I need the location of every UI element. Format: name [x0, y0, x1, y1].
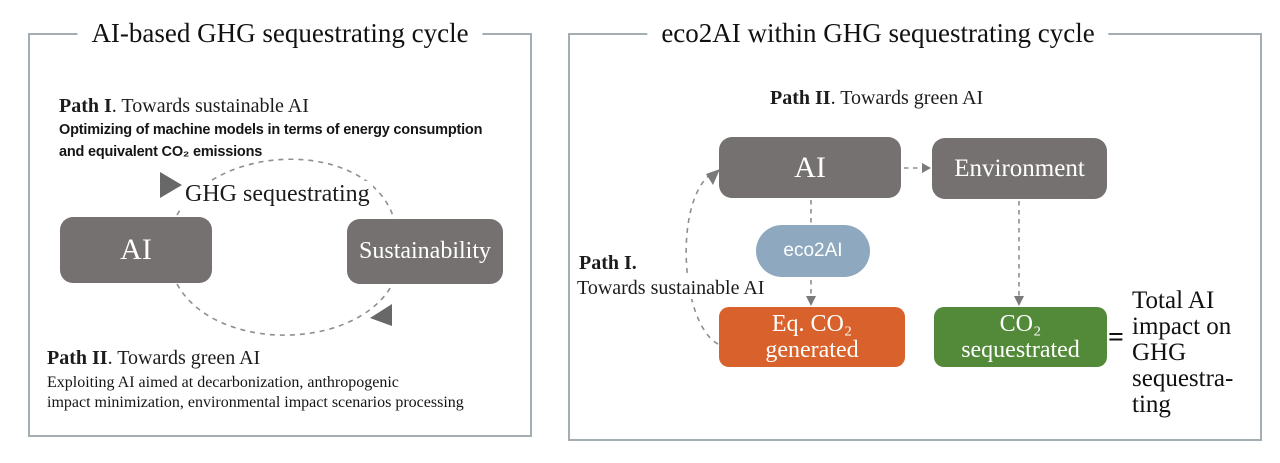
right-path1-label-line: Path I. [575, 252, 641, 274]
total-impact-line4: sequestra- [1132, 365, 1234, 392]
right-ai-node-label: AI [794, 150, 826, 184]
co2-sequestrated-node: CO₂ sequestrated [934, 307, 1107, 367]
sustainability-node-label: Sustainability [359, 238, 491, 264]
left-path2-desc-line2: impact minimization, environmental impac… [47, 393, 464, 411]
total-impact-line2: impact on [1132, 313, 1232, 340]
left-panel: AI-based GHG sequestrating cycle Path I.… [28, 18, 532, 437]
left-path1-text: . Towards sustainable AI [111, 95, 309, 117]
left-path1-heading: Path I. Towards sustainable AI [59, 95, 309, 117]
total-impact-line3: GHG [1132, 339, 1187, 366]
left-path1-description: Optimizing of machine models in terms of… [59, 119, 482, 163]
left-path1-label: Path I [59, 95, 112, 117]
total-impact-line1: Total AI [1132, 287, 1215, 314]
right-path1-label: Path I. [579, 252, 637, 274]
equals-sign: = [1108, 322, 1124, 353]
ai-node-label: AI [120, 233, 152, 266]
right-path2-heading: Path II. Towards green AI [770, 87, 983, 109]
left-path2-label: Path II [47, 347, 108, 369]
left-path2-desc-line1: Exploiting AI aimed at decarbonization, … [47, 374, 399, 391]
left-path2-text: . Towards green AI [107, 347, 261, 369]
ghg-sequestrating-label: GHG sequestrating [182, 181, 373, 208]
right-ai-node: AI [719, 137, 901, 198]
cycle-bottom-arc [176, 283, 393, 336]
sequestrated-node-line2: sequestrated [961, 337, 1080, 363]
environment-node-label: Environment [954, 154, 1085, 182]
environment-node: Environment [932, 138, 1107, 199]
generated-node-line2: generated [765, 337, 859, 363]
environment-to-sequestrated-arrowhead-icon [1014, 296, 1024, 306]
eco2ai-node: eco2AI [756, 225, 870, 277]
ai-node: AI [60, 217, 212, 283]
right-panel-title: eco2AI within GHG sequestrating cycle [647, 18, 1109, 48]
cycle-return-arrowhead-icon [370, 304, 392, 326]
sustainability-node: Sustainability [347, 219, 503, 284]
path1-feedback-arc [685, 173, 719, 345]
left-path1-desc-line1: Optimizing of machine models in terms of… [59, 122, 483, 138]
ai-to-environment-arrowhead-icon [922, 163, 931, 173]
cycle-forward-arrowhead-icon [160, 172, 182, 198]
eco2ai-node-label: eco2AI [783, 240, 843, 261]
generated-node-line1: Eq. CO₂ [771, 311, 853, 337]
total-impact-line5: ting [1132, 391, 1171, 418]
total-impact-label: Total AI impact on GHG sequestra- ting [1132, 288, 1262, 418]
eco2ai-to-generated-arrowhead-icon [806, 296, 816, 306]
left-path2-heading: Path II. Towards green AI [47, 347, 260, 369]
left-path1-desc-line2: and equivalent CO₂ emissions [59, 144, 263, 160]
eq-co2-generated-node: Eq. CO₂ generated [719, 307, 905, 367]
right-path1-text-line: Towards sustainable AI [573, 277, 769, 299]
right-path2-label: Path II [770, 87, 831, 109]
right-path2-text: . Towards green AI [830, 87, 984, 109]
sequestrated-node-line1: CO₂ [999, 311, 1042, 337]
right-panel: eco2AI within GHG sequestrating cycle Pa… [568, 18, 1262, 441]
left-panel-title: AI-based GHG sequestrating cycle [77, 18, 483, 48]
path1-arrowhead-icon [706, 169, 720, 185]
left-path2-description: Exploiting AI aimed at decarbonization, … [47, 373, 464, 412]
